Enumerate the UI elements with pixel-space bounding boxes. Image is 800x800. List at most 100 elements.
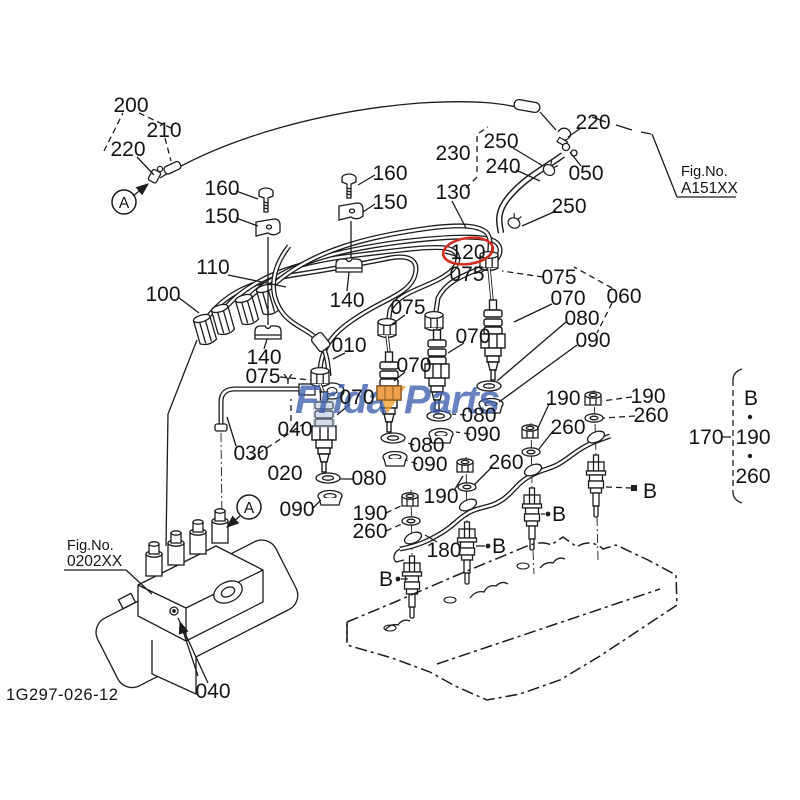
injection-pump [95,508,299,696]
clamp-screw-160 [258,187,274,213]
part-label-260: 260 [735,465,770,488]
leader-lines [64,112,736,684]
watermark-right: Parts [404,378,499,422]
view-marker-a: A [119,195,130,212]
part-label-160: 160 [372,162,407,185]
glow-plug-rail [393,389,610,619]
part-label-170: 170 [688,426,723,449]
cable-right-fitting [513,98,541,114]
hose-clamp-250 [505,211,524,231]
part-label-080: 080 [409,434,444,457]
part-label-120-highlighted: 120 [450,241,485,264]
part-label-075: 075 [390,296,425,319]
washer-080 [380,432,406,444]
part-label-070: 070 [550,287,585,310]
part-label-150: 150 [204,205,239,228]
view-marker-b: B [744,387,758,410]
clip-220 [557,127,572,141]
part-label-250: 250 [483,130,518,153]
highlighted-part-orange [376,385,402,401]
view-marker-b: B [492,535,506,558]
drawing-code: 1G297-026-12 [6,686,118,704]
part-label-050: 050 [568,162,603,185]
glow-plug-nut-190 [521,424,539,439]
part-label-190: 190 [423,485,458,508]
part-label-110: 110 [196,256,229,279]
cable-end-fitting [163,160,182,175]
view-marker-b: B [379,568,393,591]
red-highlight-ellipse [441,236,495,266]
view-marker-a-circle [111,189,137,215]
delivery-valve-holders [145,508,229,577]
view-marker-b: B [643,480,657,503]
glow-plug-nut-190 [401,492,419,507]
part-label-080: 080 [564,307,599,330]
fig-ref-0202-label: Fig.No. [67,538,114,554]
part-label-075: 075 [541,266,576,289]
fig-ref-a151-code: A151XX [681,180,739,197]
part-label-190: 190 [735,426,770,449]
glow-plug-washer-260 [584,413,604,423]
part-label-020: 020 [267,462,302,485]
labels: 200 210 220 160 150 160 150 230 250 240 … [6,94,771,704]
engine-head [346,536,678,701]
part-label-220: 220 [575,111,610,134]
glow-plug-b [401,555,423,619]
glow-plug-washer-260 [521,447,541,457]
part-label-070: 070 [339,386,374,409]
part-label-090: 090 [412,453,447,476]
part-label-260: 260 [352,520,387,543]
part-label-130: 130 [435,181,470,204]
part-label-260: 260 [488,451,523,474]
glow-plug-washer-260 [401,516,421,526]
part-label-250: 250 [551,195,586,218]
injector-assemblies [310,250,506,506]
part-label-040: 040 [195,680,230,703]
part-label-140: 140 [329,289,364,312]
injection-pipe-bundle [165,173,500,547]
pipe-cap-nut-075 [424,310,444,332]
glow-plug-b [521,487,543,551]
glow-plug-washer-260 [457,482,477,492]
part-label-240: 240 [485,155,520,178]
cable-clamp [147,165,164,184]
glow-plug-b [585,454,607,518]
pipe-cap-nut-075 [377,317,397,339]
watermark-left: Frida [295,378,389,422]
view-marker-y: Y [283,372,293,388]
part-label-190: 190 [545,387,580,410]
part-label-180: 180 [426,539,461,562]
clamp-screw-160 [341,173,357,199]
part-label-060: 060 [606,285,641,308]
part-label-030: 030 [233,442,268,465]
pipe-union-nut [233,292,260,327]
part-label-150: 150 [372,191,407,214]
part-label-200: 200 [113,94,148,117]
pipe-clamp-140 [254,325,282,340]
part-label-010: 010 [331,334,366,357]
view-marker-b: B [552,503,566,526]
control-cable [147,98,652,184]
part-label-070: 070 [455,325,490,348]
shaded-nozzle-body [313,400,335,428]
part-label-075: 075 [245,365,280,388]
part-label-090: 090 [465,423,500,446]
part-label-090: 090 [279,498,314,521]
part-label-075: 075 [449,263,484,286]
part-label-160: 160 [204,177,239,200]
part-label-090: 090 [575,329,610,352]
view-marker-a: A [244,500,255,517]
heat-seal-090 [317,489,343,506]
clamp-plate-150 [338,202,364,221]
part-label-220: 220 [110,138,145,161]
part-label-190: 190 [630,385,665,408]
pipe-clamp-140 [335,258,363,273]
view-marker-a-circle [236,494,262,520]
part-label-080: 080 [461,404,496,427]
glow-plug-nut-190 [456,458,474,473]
part-label-210: 210 [146,119,181,142]
part-label-230: 230 [435,142,470,165]
heat-seal-090 [382,450,408,467]
